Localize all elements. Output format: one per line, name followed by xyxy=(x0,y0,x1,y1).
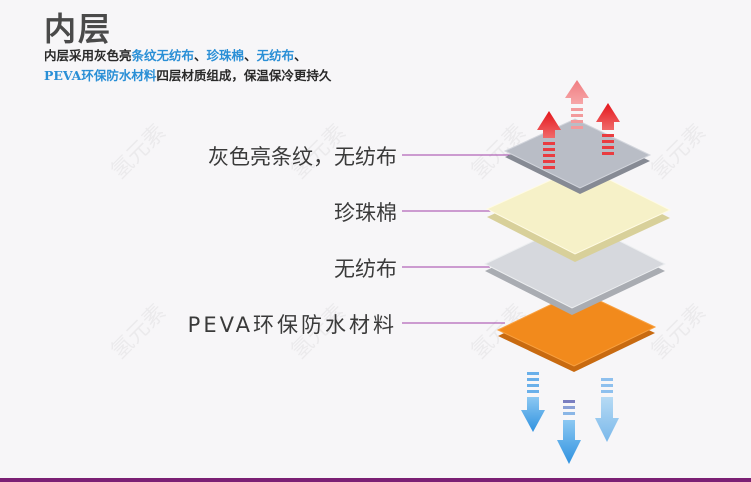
arrow-up-icon xyxy=(537,111,561,169)
desc-highlight-2: 珍珠棉 xyxy=(206,48,245,63)
arrow-down-icon xyxy=(557,400,581,464)
layer-label-nonwoven: 无纺布 xyxy=(334,257,397,281)
leader-lines xyxy=(402,154,515,324)
desc-text-3: 、 xyxy=(244,48,257,63)
svg-text:氢元素: 氢元素 xyxy=(107,300,171,364)
desc-highlight-1: 条纹无纺布 xyxy=(131,48,195,63)
arrow-up-icon xyxy=(565,80,589,129)
desc-text-2: 、 xyxy=(194,48,207,63)
arrow-up-icon xyxy=(596,103,620,155)
desc-text-5: 四层材质组成，保温保冷更持久 xyxy=(156,68,332,83)
description: 内层采用灰色亮条纹无纺布、珍珠棉、无纺布、PEVA环保防水材料四层材质组成，保温… xyxy=(44,46,334,86)
desc-text-1: 内层采用灰色亮 xyxy=(44,48,132,63)
layer-label-grey-striped: 灰色亮条纹，无纺布 xyxy=(208,145,397,169)
layer-label-pearl-cotton: 珍珠棉 xyxy=(334,201,397,225)
layer-label-peva: PEVA环保防水材料 xyxy=(187,313,397,337)
desc-highlight-4: PEVA环保防水材料 xyxy=(44,68,157,83)
desc-text-4: 、 xyxy=(294,48,307,63)
page-title: 内层 xyxy=(44,10,113,48)
arrow-down-icon xyxy=(595,378,619,442)
svg-text:氢元素: 氢元素 xyxy=(647,300,711,364)
svg-text:氢元素: 氢元素 xyxy=(647,120,711,184)
layer-pearl-cotton xyxy=(485,165,672,262)
desc-highlight-3: 无纺布 xyxy=(256,48,295,63)
layer-grey-striped xyxy=(503,118,652,194)
bottom-divider xyxy=(0,478,751,482)
svg-text:氢元素: 氢元素 xyxy=(107,120,171,184)
arrow-down-icon xyxy=(521,372,545,432)
